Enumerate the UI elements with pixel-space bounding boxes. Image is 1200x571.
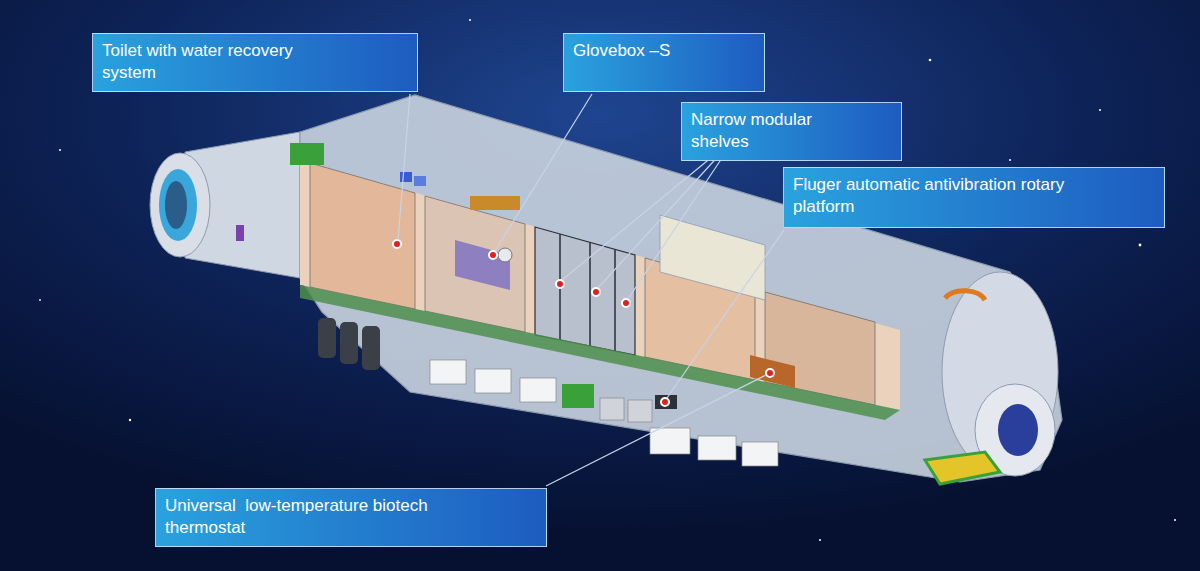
storage-box bbox=[698, 436, 736, 460]
equipment-box bbox=[400, 172, 412, 182]
equipment-box bbox=[470, 196, 520, 210]
hatch bbox=[165, 181, 187, 229]
stars bbox=[39, 19, 1176, 541]
leader-line bbox=[546, 375, 766, 486]
callout-label: Narrow modular shelves bbox=[691, 109, 841, 153]
callout-dots bbox=[393, 240, 774, 406]
callout-label: Fluger automatic antivibration rotary pl… bbox=[793, 174, 1123, 218]
callout-box: Narrow modular shelves bbox=[681, 102, 902, 161]
thermostat-unit bbox=[655, 395, 677, 409]
docking-port bbox=[150, 153, 210, 257]
equipment-box bbox=[414, 176, 426, 186]
docking-ring bbox=[159, 169, 197, 241]
equipment-box bbox=[290, 143, 324, 165]
callout-label: Toilet with water recovery system bbox=[102, 40, 342, 84]
tank bbox=[362, 326, 380, 370]
aft-hatch bbox=[998, 404, 1038, 456]
storage-box bbox=[600, 398, 624, 420]
leader-line bbox=[398, 94, 410, 240]
storage-box bbox=[475, 369, 511, 393]
leader-line bbox=[598, 152, 722, 288]
glovebox-body bbox=[455, 240, 510, 290]
glove-port bbox=[498, 248, 512, 262]
tank bbox=[318, 318, 336, 358]
leader-line bbox=[495, 94, 592, 251]
star bbox=[1099, 109, 1101, 111]
callout-label: Glovebox –S bbox=[573, 40, 670, 62]
leader-line bbox=[667, 230, 784, 398]
callout-box: Fluger automatic antivibration rotary pl… bbox=[783, 167, 1165, 228]
storage-box bbox=[520, 378, 556, 402]
star bbox=[129, 419, 131, 421]
tank bbox=[340, 322, 358, 364]
star bbox=[1139, 244, 1142, 247]
callout-box: Toilet with water recovery system bbox=[92, 33, 418, 92]
star bbox=[1009, 159, 1011, 161]
callout-dot bbox=[556, 280, 564, 288]
shelf-frame bbox=[614, 249, 616, 351]
rack bbox=[310, 163, 415, 309]
star bbox=[469, 19, 471, 21]
floor bbox=[300, 285, 900, 420]
storage-box bbox=[562, 384, 594, 408]
star bbox=[819, 539, 821, 541]
callout-label: Universal low-temperature biotech thermo… bbox=[165, 495, 435, 539]
callout-dot bbox=[661, 398, 669, 406]
docking-base bbox=[925, 452, 1000, 484]
aft-arc bbox=[945, 291, 985, 300]
leader-line bbox=[562, 152, 718, 280]
callout-box: Universal low-temperature biotech thermo… bbox=[155, 488, 547, 547]
callout-dot bbox=[393, 240, 401, 248]
storage-box bbox=[650, 428, 690, 454]
callout-dot bbox=[766, 369, 774, 377]
leader-line bbox=[628, 152, 726, 299]
star bbox=[39, 299, 41, 301]
star bbox=[59, 149, 61, 151]
shelf-rack bbox=[535, 227, 635, 355]
storage-box bbox=[628, 400, 652, 422]
rack bbox=[425, 196, 525, 332]
storage-box bbox=[430, 360, 466, 384]
callout-dot bbox=[592, 288, 600, 296]
callout-dot bbox=[622, 299, 630, 307]
storage-box bbox=[742, 442, 778, 466]
callout-box: Glovebox –S bbox=[563, 33, 765, 92]
star bbox=[1174, 519, 1176, 521]
callout-dot bbox=[489, 251, 497, 259]
star bbox=[929, 59, 932, 62]
port-device bbox=[236, 225, 244, 241]
hull bbox=[300, 95, 1062, 482]
